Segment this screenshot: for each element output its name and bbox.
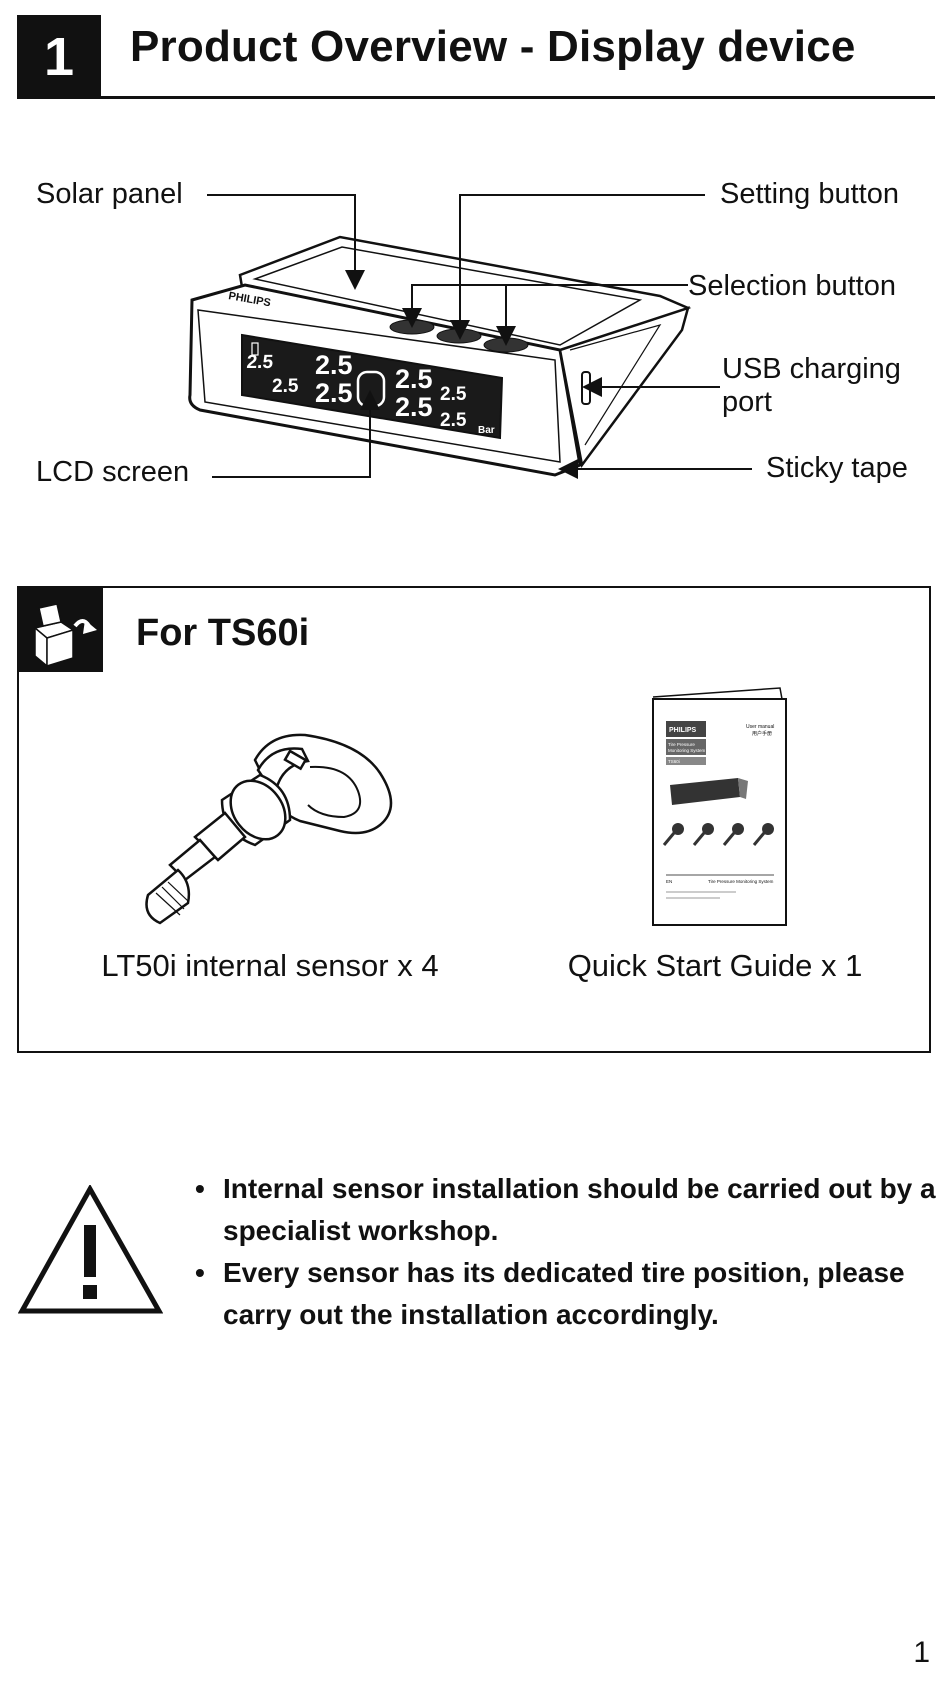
lcd-value-rl-large: 2.5 (315, 378, 353, 408)
lcd-value-fl-small: 2.5 (246, 352, 274, 373)
callout-selection-button: Selection button (688, 270, 896, 302)
header-rule (17, 96, 935, 99)
callout-lcd-screen: LCD screen (36, 456, 190, 488)
warning-item: • Every sensor has its dedicated tire pos… (195, 1252, 940, 1336)
sensor-caption: LT50i internal sensor x 4 (101, 948, 439, 983)
selection-button-right-icon (483, 337, 529, 353)
lcd-value-rl-small: 2.5 (272, 376, 299, 397)
lcd-value-fr-large: 2.5 (395, 364, 433, 394)
guide-badge-2: Monitoring System (668, 748, 706, 753)
usb-port-icon (581, 371, 591, 405)
callout-usb-port: port (722, 386, 772, 418)
callout-sticky-tape: Sticky tape (766, 452, 908, 484)
lcd-value-rr-large: 2.5 (395, 392, 433, 422)
bullet-mark: • (195, 1257, 205, 1288)
package-icon-badge (17, 586, 103, 672)
callout-setting-button: Setting button (720, 178, 899, 210)
warning-triangle-icon (18, 1185, 163, 1314)
callout-solar-panel: Solar panel (36, 178, 183, 210)
guide-header-right-1: User manual (746, 724, 774, 730)
page-title: Product Overview - Display device (130, 22, 856, 71)
guide-caption: Quick Start Guide x 1 (567, 948, 863, 983)
package-contents-box (17, 586, 931, 1053)
lcd-screen: 2.5 2.5 2.5 2.5 2.5 2.5 2.5 2.5 Bar (241, 333, 504, 440)
guide-model: TS60i (668, 759, 680, 764)
display-device-illustration: PHILIPS 2.5 2.5 2.5 2.5 2.5 2.5 2.5 2.5 … (188, 194, 752, 479)
callout-leaders (207, 194, 752, 479)
lcd-value-fl-large: 2.5 (315, 350, 353, 380)
package-title: For TS60i (136, 612, 310, 654)
warning-list: • Internal sensor installation should be … (195, 1168, 940, 1336)
section-number: 1 (43, 27, 75, 87)
guide-brand: PHILIPS (669, 727, 697, 734)
warning-text: Every sensor has its dedicated tire posi… (223, 1257, 905, 1330)
warning-item: • Internal sensor installation should be … (195, 1168, 940, 1252)
battery-icon (251, 342, 259, 356)
open-box-icon (33, 603, 97, 668)
lcd-value-rr-small: 2.5 (440, 410, 467, 431)
warning-text: Internal sensor installation should be c… (223, 1173, 936, 1246)
guide-header-right-2: 用户手册 (752, 730, 772, 737)
lcd-unit: Bar (478, 425, 495, 436)
callout-usb-charging: USB charging (722, 353, 901, 385)
selection-button-left-icon (389, 319, 435, 335)
setting-button-icon (436, 328, 482, 344)
page-number: 1 (913, 1636, 930, 1669)
section-number-badge: 1 (17, 15, 101, 99)
guide-footer-lang: EN (666, 879, 672, 884)
guide-badge-1: Tire Pressure (668, 742, 695, 747)
quick-start-guide-illustration: PHILIPS User manual 用户手册 Tire Pressure M… (652, 687, 787, 926)
sensor-illustration (145, 733, 393, 925)
lcd-value-fr-small: 2.5 (440, 384, 467, 405)
bullet-mark: • (195, 1173, 205, 1204)
guide-footer-title: Tire Pressure Monitoring System (708, 879, 774, 884)
